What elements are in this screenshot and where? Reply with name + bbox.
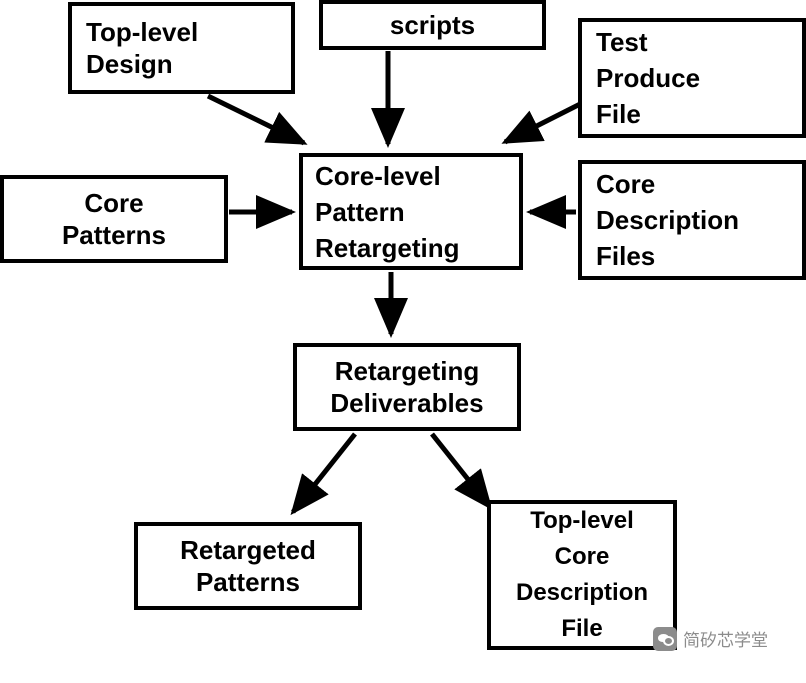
watermark-text: 简矽芯学堂 [683,631,768,650]
node-line: Files [596,241,656,271]
node-top-level-core-description-file[interactable]: Top-level Core Description File [487,500,677,650]
arrow-deliverables-to-top-level-core-description-file [430,432,493,511]
node-core-patterns[interactable]: Core Patterns [0,175,228,263]
node-line: Core [84,188,144,218]
node-line: File [596,99,641,129]
node-line: Patterns [195,567,301,597]
node-line: Retargeted [180,535,316,565]
wechat-logo-icon [653,626,677,651]
arrow-top-level-design-to-retargeting [206,93,308,146]
watermark: 简矽芯学堂 [653,626,768,651]
arrow-deliverables-to-retargeted-patterns [290,432,357,516]
node-line: Core [554,543,610,570]
node-line: Deliverables [330,388,484,418]
node-line: Produce [596,63,701,93]
node-test-produce-file[interactable]: Test Produce File [578,18,806,138]
node-line: Retargeting [334,356,480,386]
node-retargeted-patterns[interactable]: Retargeted Patterns [134,522,362,610]
node-line: Description [596,205,740,235]
node-line: Core-level [315,160,441,191]
node-line: scripts [389,10,476,40]
node-line: Pattern [315,196,405,227]
node-scripts[interactable]: scripts [319,0,546,50]
node-line: Design [86,49,173,79]
node-core-description-files[interactable]: Core Description Files [578,160,806,280]
node-line: Top-level [86,17,199,47]
node-line: Retargeting [315,232,460,263]
node-top-level-design[interactable]: Top-level Design [68,2,295,94]
node-line: Core [596,169,656,199]
node-line: Patterns [61,220,167,250]
node-line: Top-level [530,507,634,534]
node-retargeting-deliverables[interactable]: Retargeting Deliverables [293,343,521,431]
node-line: Test [596,27,648,57]
node-core-level-pattern-retargeting[interactable]: Core-level Pattern Retargeting [299,153,523,270]
node-line: File [561,615,603,642]
node-line: Description [515,579,649,606]
